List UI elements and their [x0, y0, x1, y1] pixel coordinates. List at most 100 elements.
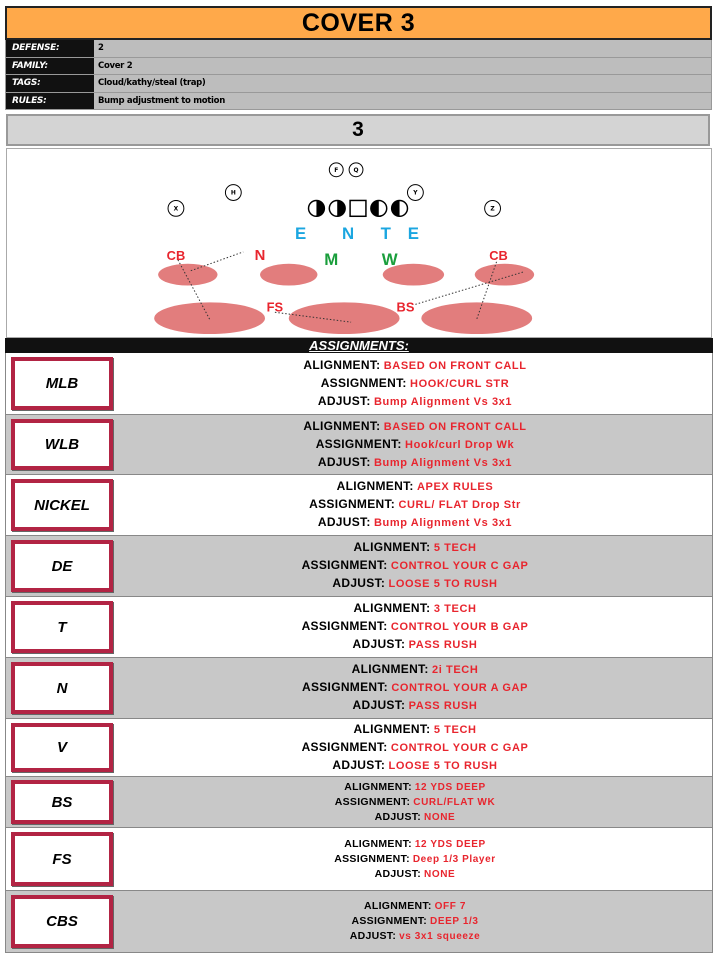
assignment-details: ALIGNMENT: OFF 7 ASSIGNMENT: DEEP 1/3 AD…: [118, 891, 712, 952]
assignment-label: ASSIGNMENT:: [334, 795, 411, 808]
meta-label: TAGS:: [6, 75, 94, 92]
zone-hook-left: [260, 263, 318, 286]
play-meta-table: DEFENSE: 2 FAMILY: Cover 2 TAGS: Cloud/k…: [5, 40, 712, 110]
alignment-value: 5 TECH: [433, 542, 477, 554]
secondary-cb-left: CB: [167, 248, 186, 263]
front-e-left: E: [295, 224, 306, 243]
alignment-label: ALIGNMENT:: [303, 418, 381, 433]
secondary-bs: BS: [397, 299, 415, 314]
adjust-label: ADJUST:: [374, 810, 422, 823]
front-w: W: [382, 250, 398, 269]
alignment-label: ALIGNMENT:: [336, 479, 414, 493]
zone-curl-flat-right: [474, 263, 535, 286]
coverage-number: 3: [6, 114, 710, 146]
assignment-details: ALIGNMENT: 12 YDS DEEP ASSIGNMENT: Deep …: [118, 828, 712, 890]
assignment-row-mlb: MLB ALIGNMENT: BASED ON FRONT CALL ASSIG…: [5, 353, 713, 415]
alignment-label: ALIGNMENT:: [353, 540, 431, 554]
assignment-value: CONTROL YOUR A GAP: [391, 682, 529, 694]
assignment-label: ASSIGNMENT:: [315, 436, 402, 451]
position-badge: T: [11, 601, 113, 653]
receiver-f-label: F: [334, 167, 338, 174]
position-badge: FS: [11, 832, 113, 886]
offense: F Q H Y X Z: [167, 162, 501, 217]
assignment-label: ASSIGNMENT:: [351, 915, 428, 927]
assignment-value: Hook/curl Drop Wk: [405, 438, 515, 451]
alignment-value: BASED ON FRONT CALL: [383, 359, 527, 372]
assignment-row-de: DE ALIGNMENT: 5 TECH ASSIGNMENT: CONTROL…: [5, 536, 713, 597]
receiver-y-label: Y: [412, 190, 418, 197]
assignment-details: ALIGNMENT: 2i TECH ASSIGNMENT: CONTROL Y…: [118, 658, 712, 718]
meta-row-family: FAMILY: Cover 2: [5, 57, 712, 75]
position-badge: WLB: [11, 419, 113, 470]
assignment-row-wlb: WLB ALIGNMENT: BASED ON FRONT CALL ASSIG…: [5, 415, 713, 475]
alignment-label: ALIGNMENT:: [353, 721, 431, 736]
alignment-label: ALIGNMENT:: [344, 780, 412, 793]
alignment-label: ALIGNMENT:: [363, 900, 432, 912]
adjust-label: ADJUST:: [332, 757, 386, 772]
front-e-right: E: [408, 224, 419, 243]
alignment-value: OFF 7: [434, 901, 466, 912]
alignment-value: BASED ON FRONT CALL: [383, 420, 527, 433]
assignment-value: CURL/ FLAT Drop Str: [398, 499, 521, 511]
alignment-value: 2i TECH: [431, 664, 479, 676]
meta-row-tags: TAGS: Cloud/kathy/steal (trap): [5, 75, 712, 93]
zone-hook-right: [382, 263, 445, 286]
page-title: COVER 3: [5, 6, 712, 40]
position-badge: DE: [11, 540, 113, 592]
adjust-value: NONE: [424, 868, 456, 880]
assignment-value: CONTROL YOUR B GAP: [390, 621, 529, 633]
assignment-details: ALIGNMENT: 5 TECH ASSIGNMENT: CONTROL YO…: [118, 536, 712, 596]
assignment-label: ASSIGNMENT:: [301, 680, 388, 694]
assignment-row-nickel: NICKEL ALIGNMENT: APEX RULES ASSIGNMENT:…: [5, 475, 713, 536]
assignment-value: Deep 1/3 Player: [412, 853, 496, 865]
assignment-row-t: T ALIGNMENT: 3 TECH ASSIGNMENT: CONTROL …: [5, 597, 713, 658]
assignment-details: ALIGNMENT: 12 YDS DEEP ASSIGNMENT: CURL/…: [118, 777, 712, 827]
receiver-x-label: X: [174, 205, 179, 212]
adjust-label: ADJUST:: [374, 867, 422, 880]
position-badge: MLB: [11, 357, 113, 410]
adjust-value: LOOSE 5 TO RUSH: [388, 578, 498, 590]
secondary-cb-right: CB: [489, 248, 508, 263]
receiver-z-label: Z: [490, 205, 495, 212]
assignment-label: ASSIGNMENT:: [301, 558, 388, 572]
position-badge: BS: [11, 780, 113, 824]
assignment-row-bs: BS ALIGNMENT: 12 YDS DEEP ASSIGNMENT: CU…: [5, 777, 713, 828]
adjust-label: ADJUST:: [317, 393, 371, 408]
assignment-value: DEEP 1/3: [430, 916, 479, 927]
alignment-value: APEX RULES: [417, 481, 494, 493]
alignment-label: ALIGNMENT:: [353, 601, 431, 615]
secondary: CB N CB FS BS: [167, 248, 508, 314]
assignments-header: ASSIGNMENTS:: [5, 338, 713, 353]
assignment-label: ASSIGNMENT:: [301, 619, 388, 633]
assignment-value: CONTROL YOUR C GAP: [390, 560, 529, 572]
adjust-label: ADJUST:: [349, 930, 397, 942]
adjust-label: ADJUST:: [317, 515, 371, 529]
alignment-value: 12 YDS DEEP: [414, 838, 486, 850]
meta-row-defense: DEFENSE: 2: [5, 40, 712, 58]
alignment-label: ALIGNMENT:: [344, 837, 412, 850]
receiver-x: [167, 199, 185, 217]
assignment-row-n: N ALIGNMENT: 2i TECH ASSIGNMENT: CONTROL…: [5, 658, 713, 719]
adjust-value: vs 3x1 squeeze: [399, 931, 481, 942]
adjust-label: ADJUST:: [317, 454, 371, 469]
formation-diagram: F Q H Y X Z E N T: [6, 148, 712, 338]
adjust-label: ADJUST:: [352, 637, 406, 651]
assignment-value: CURL/FLAT WK: [413, 796, 496, 808]
meta-value: Cover 2: [94, 57, 711, 74]
assignment-value: HOOK/CURL STR: [410, 377, 510, 390]
secondary-nickel: N: [255, 248, 266, 264]
assignment-label: ASSIGNMENT:: [301, 739, 388, 754]
alignment-label: ALIGNMENT:: [303, 357, 381, 372]
receiver-f: [328, 162, 344, 178]
coverage-zones: [154, 263, 535, 335]
assignment-row-v: V ALIGNMENT: 5 TECH ASSIGNMENT: CONTROL …: [5, 719, 713, 777]
receiver-h-label: H: [231, 190, 236, 197]
position-badge: V: [11, 723, 113, 772]
meta-value: Bump adjustment to motion: [94, 92, 711, 109]
assignment-details: ALIGNMENT: 5 TECH ASSIGNMENT: CONTROL YO…: [118, 719, 712, 776]
offensive-line: [307, 199, 409, 218]
receiver-q: [348, 162, 364, 178]
adjust-value: PASS RUSH: [408, 700, 478, 712]
position-badge: CBS: [11, 895, 113, 948]
assignment-row-fs: FS ALIGNMENT: 12 YDS DEEP ASSIGNMENT: De…: [5, 828, 713, 891]
